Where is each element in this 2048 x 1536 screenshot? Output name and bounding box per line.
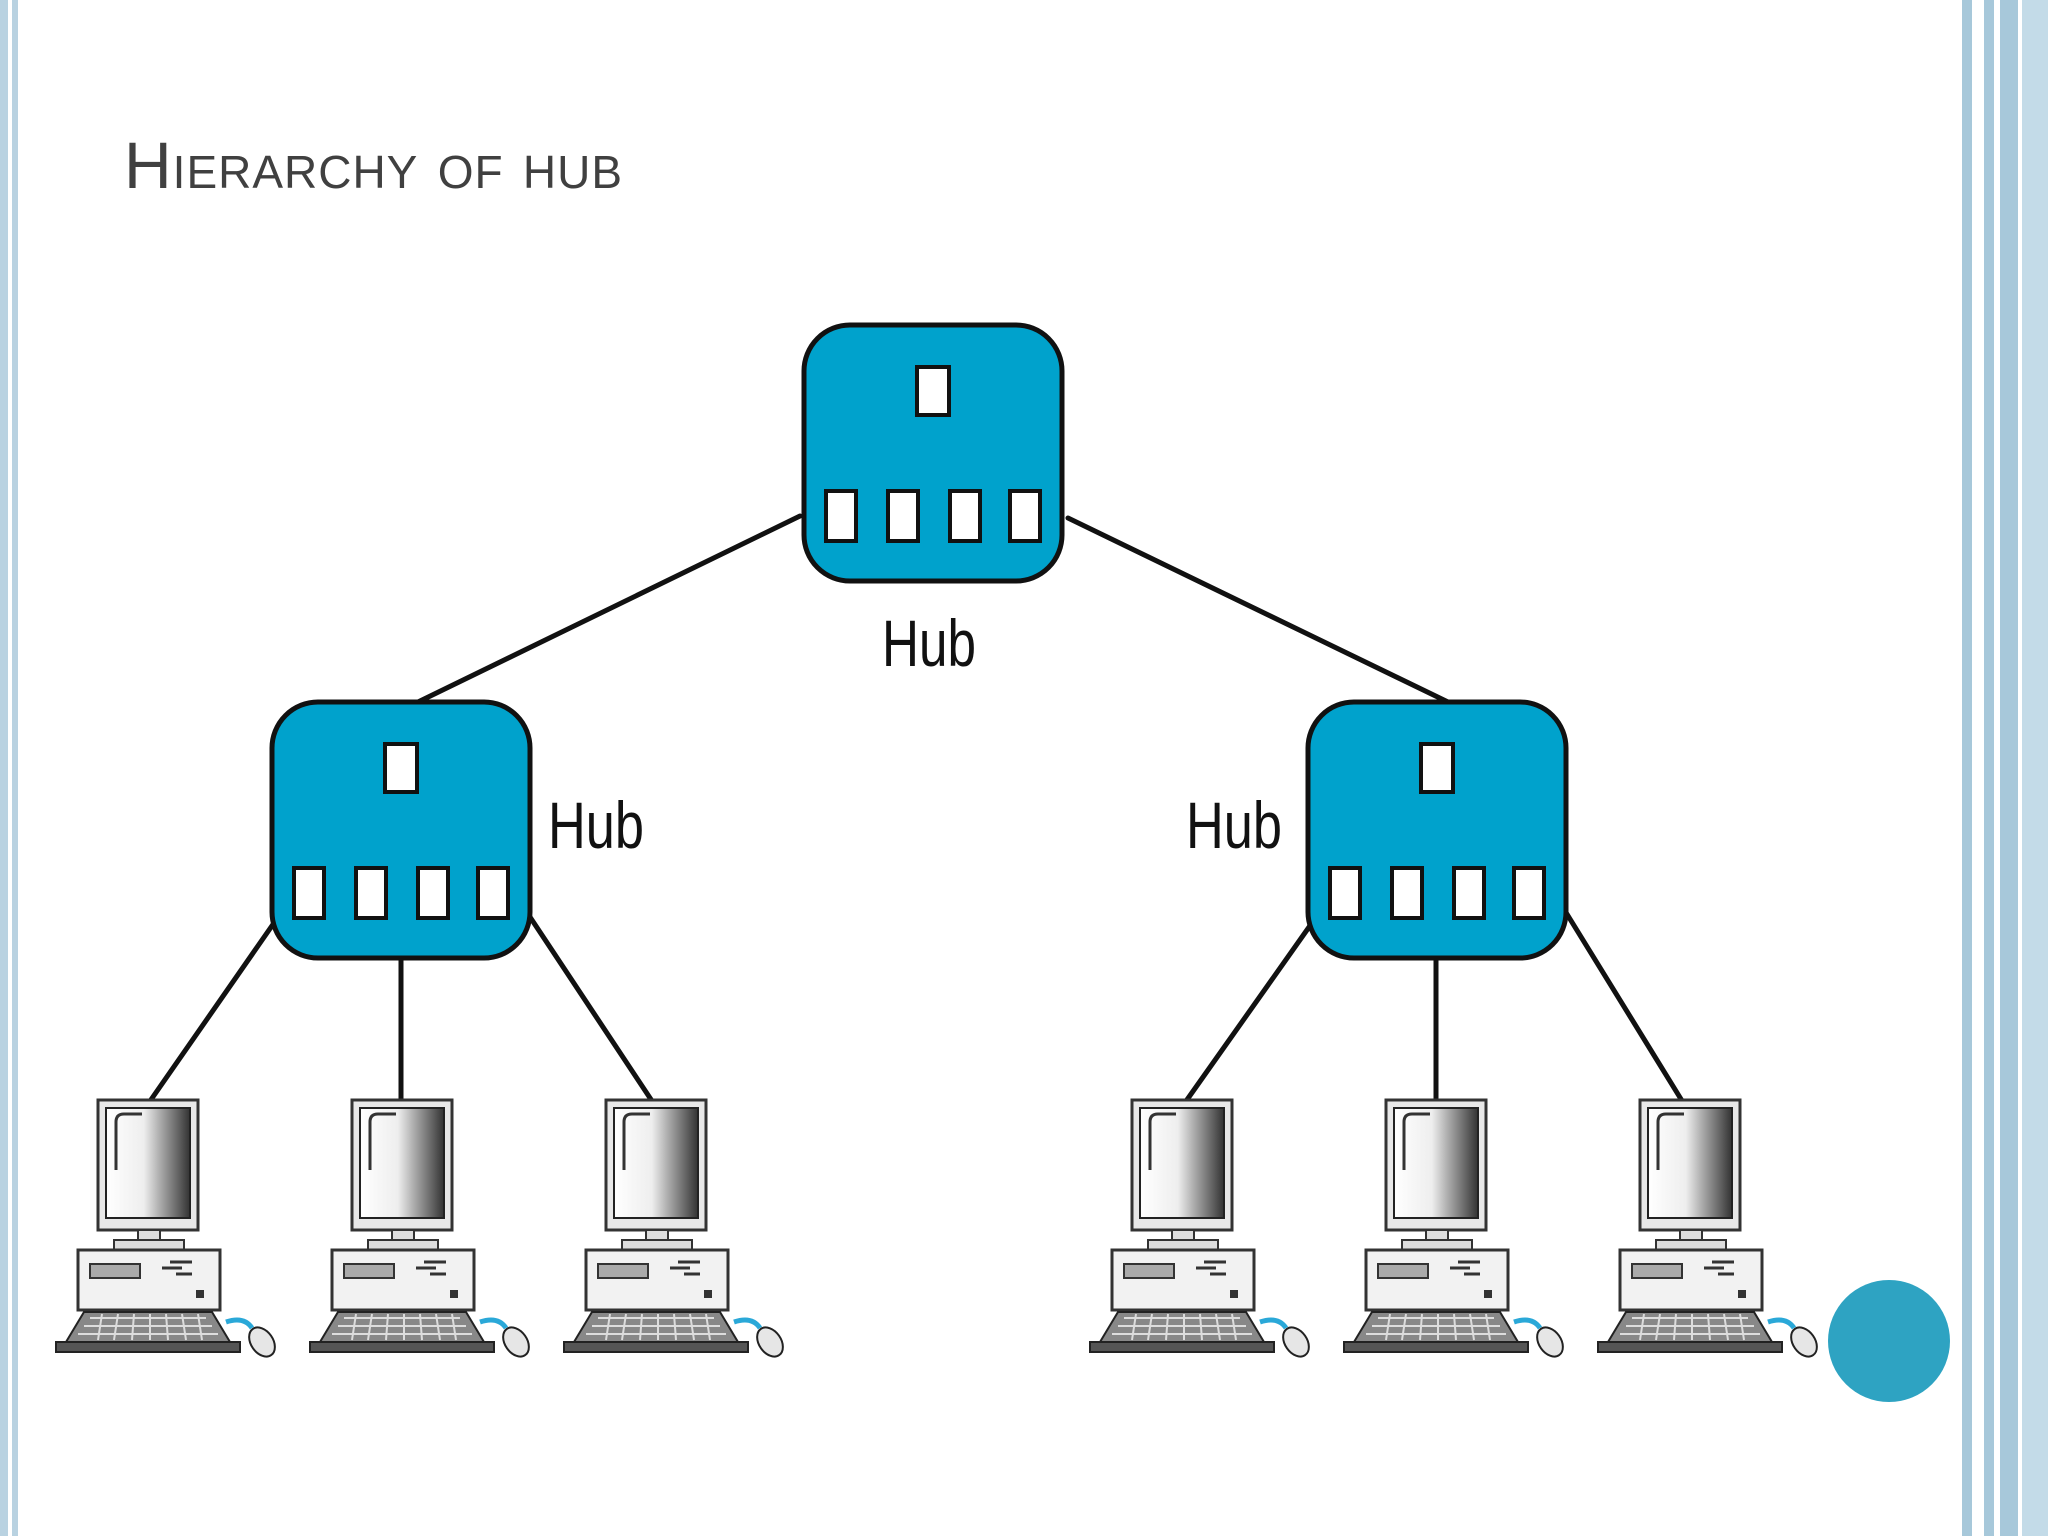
slide-title: Hierarchy of hub bbox=[124, 128, 624, 202]
right-frame-decoration bbox=[1962, 0, 2048, 1536]
root-hub-icon bbox=[804, 325, 1062, 581]
right-hub-icon bbox=[1308, 702, 1566, 958]
root-hub-label: Hub bbox=[882, 606, 976, 680]
computer-icon bbox=[1090, 1100, 1314, 1361]
right-hub-label: Hub bbox=[1186, 788, 1282, 862]
computer-icon bbox=[56, 1100, 280, 1361]
computer-icon bbox=[1598, 1100, 1822, 1361]
computer-icon bbox=[1344, 1100, 1568, 1361]
computer-icon bbox=[310, 1100, 534, 1361]
connection-lines bbox=[145, 513, 1687, 1107]
computer-icon bbox=[564, 1100, 788, 1361]
left-frame-decoration bbox=[0, 0, 24, 1536]
left-hub-label: Hub bbox=[548, 788, 644, 862]
accent-circle bbox=[1828, 1280, 1950, 1402]
left-hub-icon bbox=[272, 702, 530, 958]
